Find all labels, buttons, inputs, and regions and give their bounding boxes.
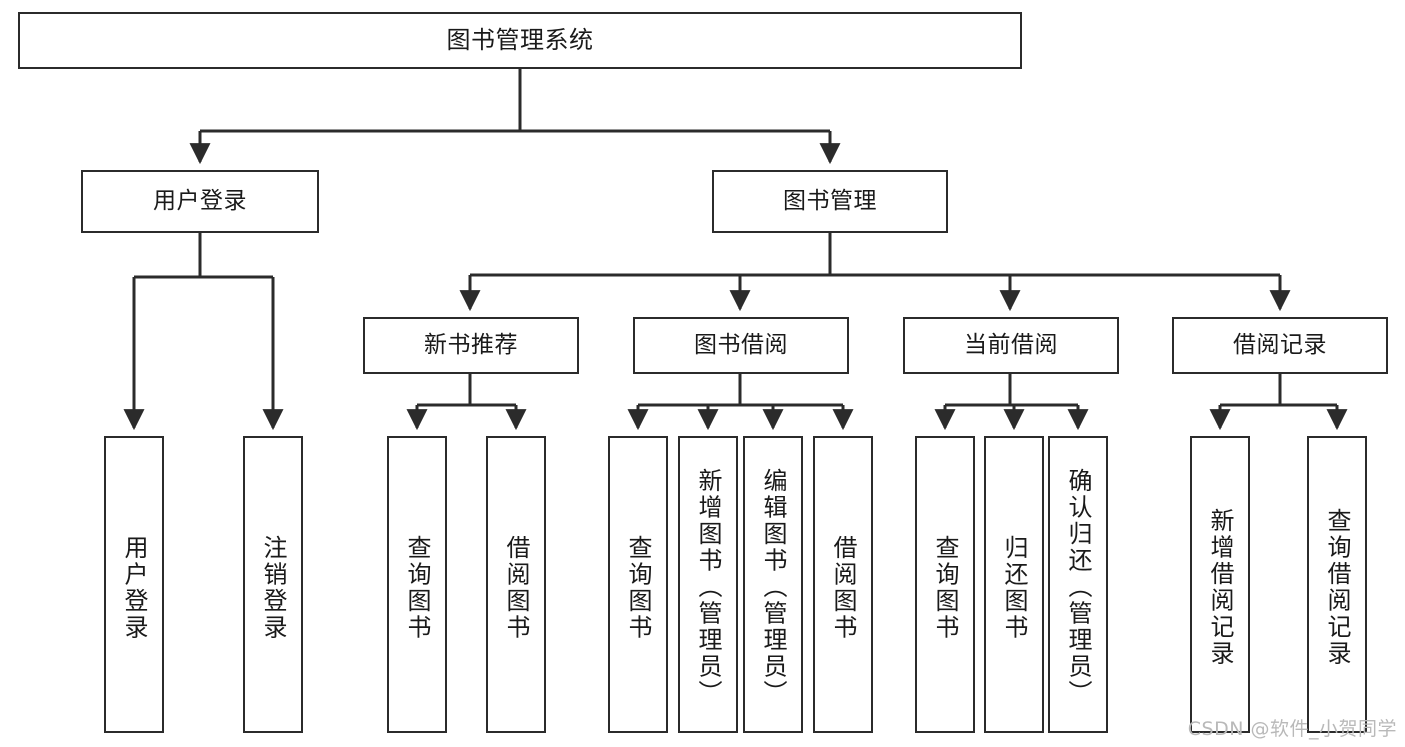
node-label: 确认归还（管理员） — [1064, 468, 1092, 707]
node-label: 当前借阅 — [964, 331, 1058, 358]
node-leaf-11[interactable]: 确认归还（管理员） — [1048, 436, 1108, 733]
node-leaf-8[interactable]: 借阅图书 — [813, 436, 873, 733]
node-records[interactable]: 借阅记录 — [1172, 317, 1388, 374]
node-leaf-6[interactable]: 新增图书（管理员） — [678, 436, 738, 733]
node-label: 查询图书 — [403, 534, 431, 641]
node-leaf-5[interactable]: 查询图书 — [608, 436, 668, 733]
node-root[interactable]: 图书管理系统 — [18, 12, 1022, 69]
node-label: 查询图书 — [931, 534, 959, 641]
node-current[interactable]: 当前借阅 — [903, 317, 1119, 374]
node-leaf-2[interactable]: 注销登录 — [243, 436, 303, 733]
node-user-login[interactable]: 用户登录 — [81, 170, 319, 233]
node-label: 图书借阅 — [694, 331, 788, 358]
node-label: 图书管理 — [783, 187, 877, 214]
node-new-book[interactable]: 新书推荐 — [363, 317, 579, 374]
node-label: 编辑图书（管理员） — [759, 468, 787, 707]
node-leaf-4[interactable]: 借阅图书 — [486, 436, 546, 733]
node-leaf-13[interactable]: 查询借阅记录 — [1307, 436, 1367, 733]
node-leaf-9[interactable]: 查询图书 — [915, 436, 975, 733]
node-leaf-7[interactable]: 编辑图书（管理员） — [743, 436, 803, 733]
node-label: 用户登录 — [120, 534, 148, 641]
node-label: 借阅图书 — [502, 534, 530, 641]
node-label: 归还图书 — [1000, 534, 1028, 641]
node-label: 新书推荐 — [424, 331, 518, 358]
node-book-mgmt[interactable]: 图书管理 — [712, 170, 948, 233]
node-label: 新增借阅记录 — [1206, 508, 1234, 667]
node-label: 图书管理系统 — [446, 26, 594, 55]
node-label: 查询借阅记录 — [1323, 508, 1351, 667]
node-leaf-3[interactable]: 查询图书 — [387, 436, 447, 733]
node-leaf-12[interactable]: 新增借阅记录 — [1190, 436, 1250, 733]
node-label: 新增图书（管理员） — [694, 468, 722, 707]
node-label: 借阅图书 — [829, 534, 857, 641]
node-leaf-10[interactable]: 归还图书 — [984, 436, 1044, 733]
node-borrow[interactable]: 图书借阅 — [633, 317, 849, 374]
node-label: 查询图书 — [624, 534, 652, 641]
node-label: 注销登录 — [259, 534, 287, 641]
node-label: 用户登录 — [153, 187, 247, 214]
node-leaf-1[interactable]: 用户登录 — [104, 436, 164, 733]
node-label: 借阅记录 — [1233, 331, 1327, 358]
